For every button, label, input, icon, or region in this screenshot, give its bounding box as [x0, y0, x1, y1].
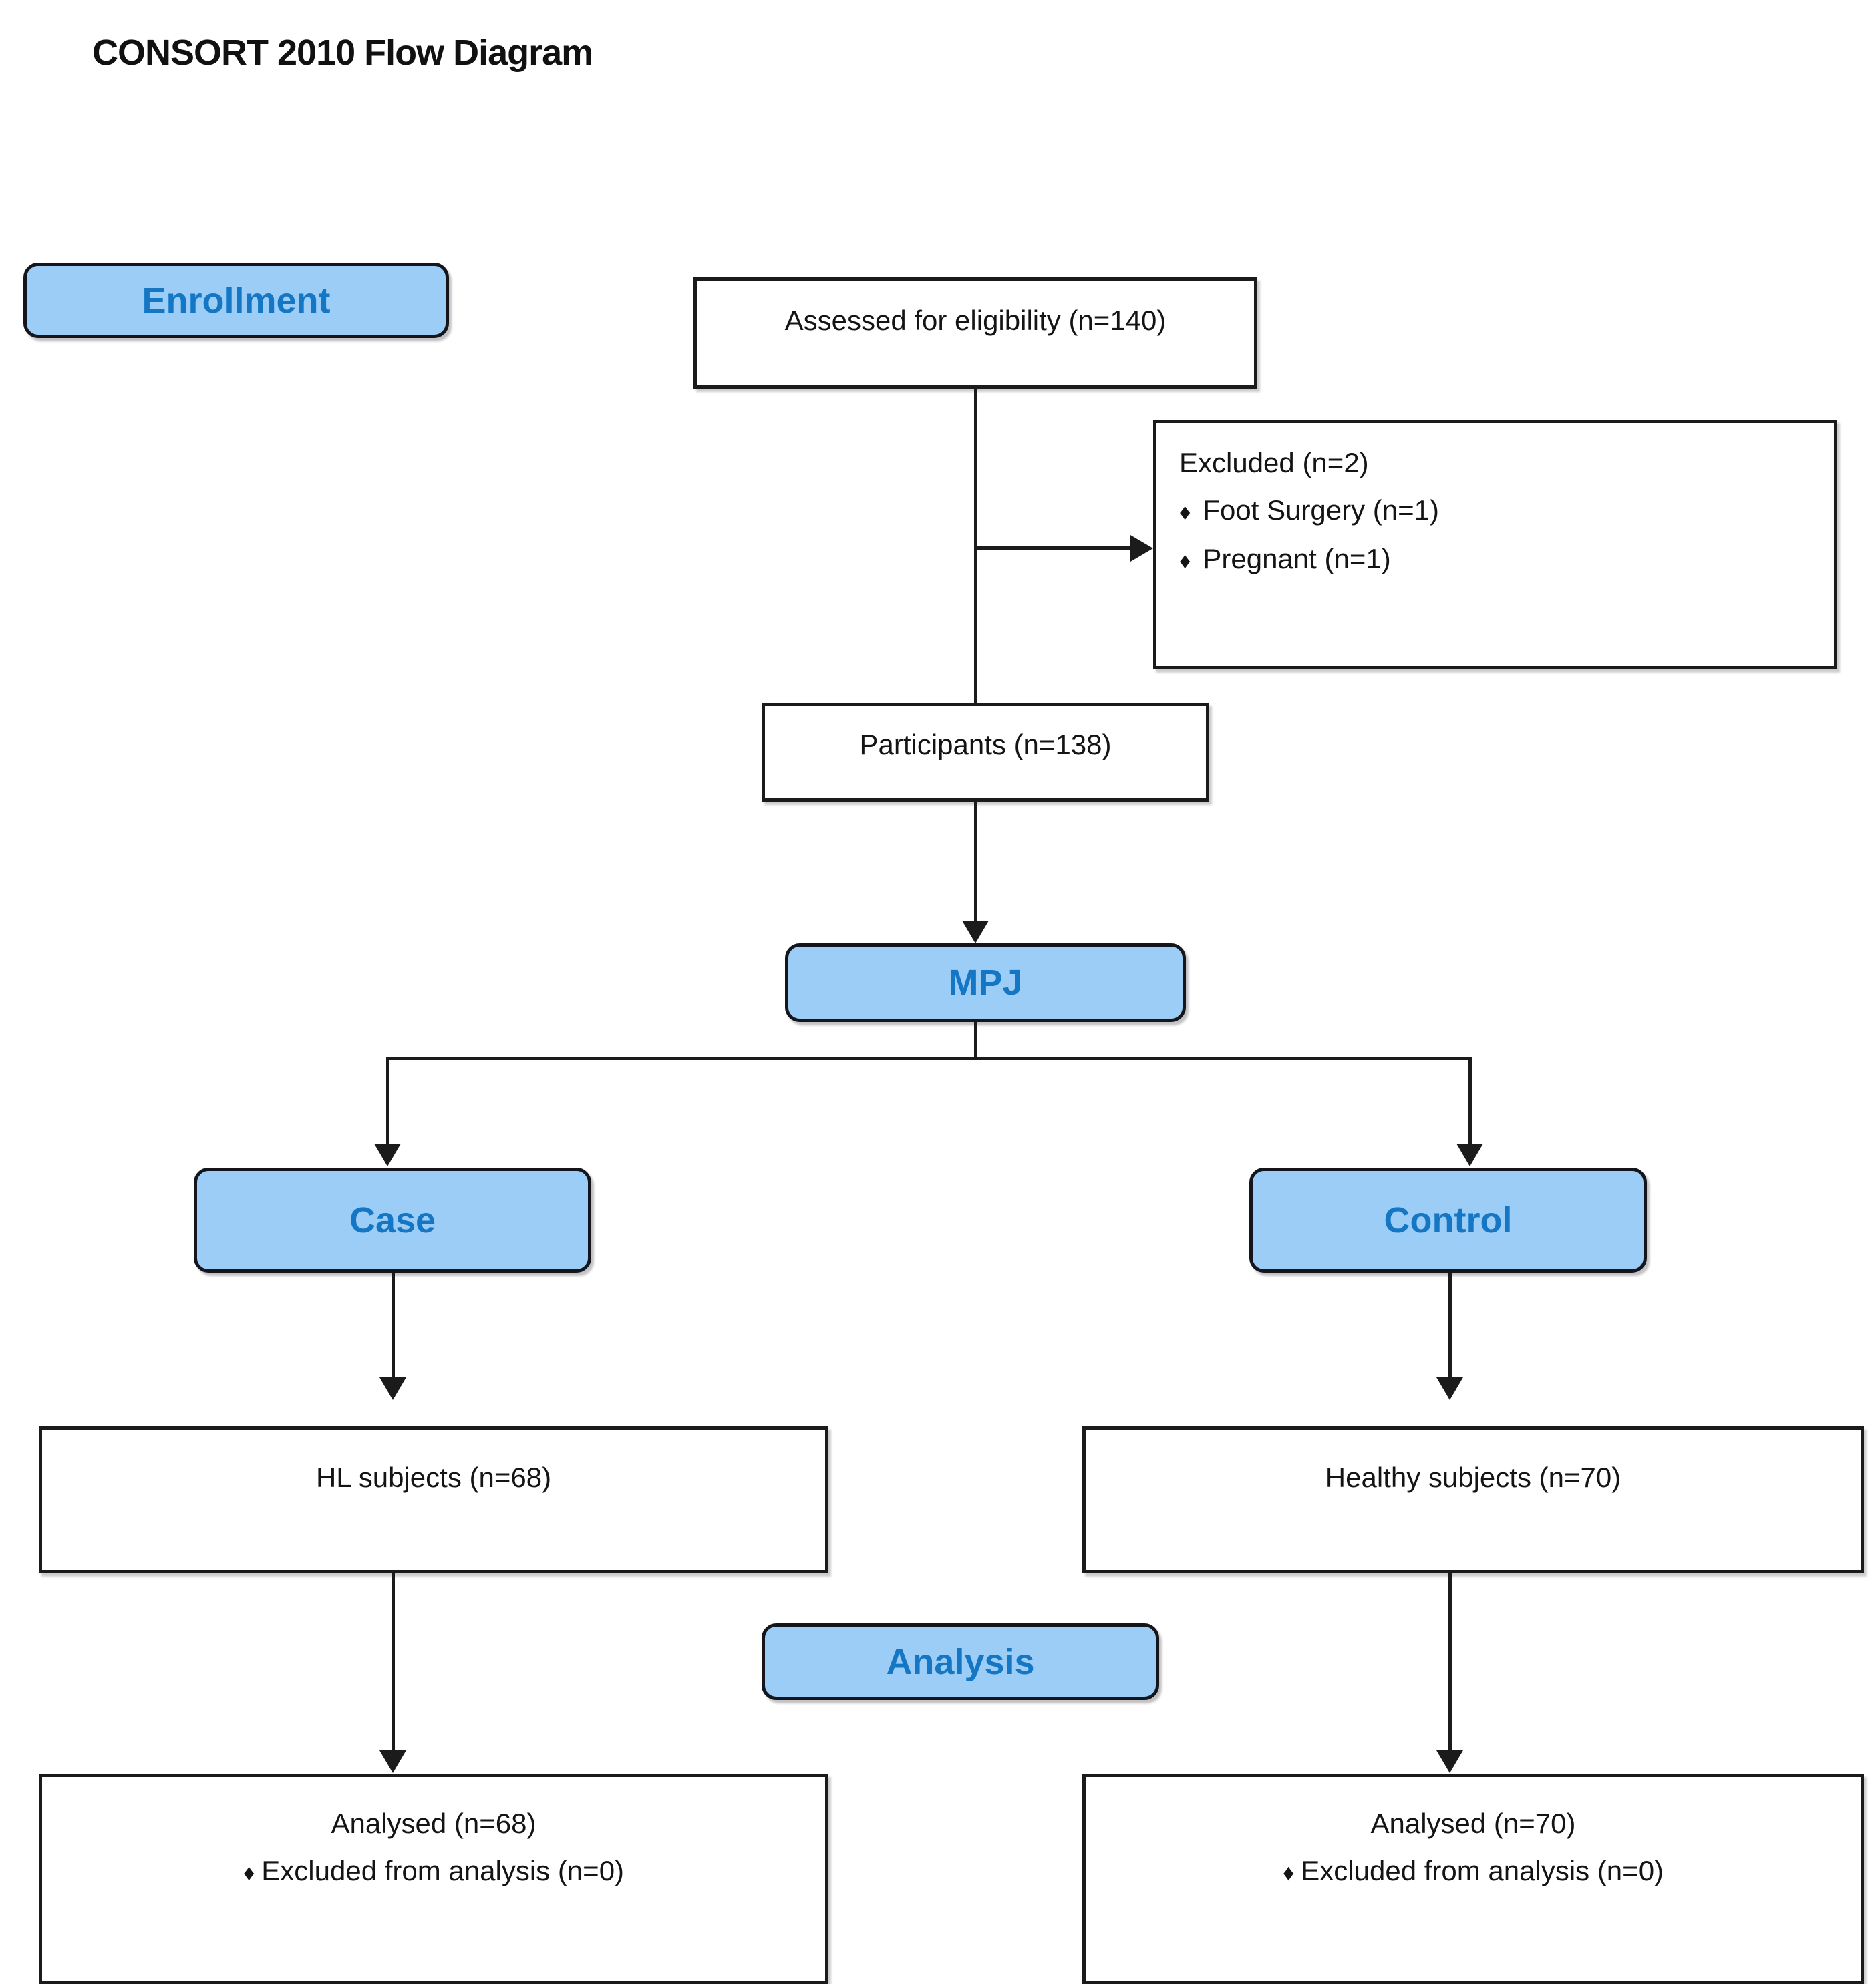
box-case-analysed: Analysed (n=68) ♦ Excluded from analysis…	[39, 1774, 828, 1984]
hl-subjects-text: HL subjects (n=68)	[315, 1462, 552, 1493]
page-title: CONSORT 2010 Flow Diagram	[92, 33, 593, 73]
healthy-subjects-text: Healthy subjects (n=70)	[1325, 1462, 1621, 1493]
stage-badge-enrollment[interactable]: Enrollment	[23, 263, 449, 338]
bullet-icon: ♦	[243, 1860, 255, 1886]
bullet-icon: ♦	[1179, 548, 1191, 574]
connector-case-to-hl-subjects-arrowhead	[379, 1377, 406, 1400]
connector-control-to-healthy-subjects	[1448, 1273, 1452, 1379]
excluded-heading: Excluded (n=2)	[1179, 447, 1369, 478]
stage-badge-analysis[interactable]: Analysis	[762, 1623, 1159, 1700]
connector-split-to-control-arrowhead	[1456, 1144, 1483, 1166]
control-analysed-heading: Analysed (n=70)	[1370, 1808, 1576, 1839]
stage-badge-mpj[interactable]: MPJ	[785, 943, 1186, 1022]
box-assessed-for-eligibility: Assessed for eligibility (n=140)	[693, 277, 1257, 389]
box-excluded: Excluded (n=2) ♦ Foot Surgery (n=1) ♦ Pr…	[1153, 420, 1837, 669]
control-analysed-excluded-label: Excluded from analysis (n=0)	[1301, 1854, 1664, 1886]
participants-text: Participants (n=138)	[859, 729, 1112, 760]
connector-to-excluded-arrowhead	[1130, 535, 1153, 562]
stage-badge-control[interactable]: Control	[1249, 1168, 1647, 1273]
control-analysed-excluded-row: ♦ Excluded from analysis (n=0)	[1108, 1851, 1838, 1892]
connector-participants-to-mpj	[974, 802, 977, 922]
box-control-analysed: Analysed (n=70) ♦ Excluded from analysis…	[1082, 1774, 1864, 1984]
bullet-icon: ♦	[1282, 1860, 1295, 1886]
connector-case-to-hl-subjects	[392, 1273, 395, 1379]
box-hl-subjects: HL subjects (n=68)	[39, 1426, 828, 1573]
excluded-item-row: ♦ Foot Surgery (n=1)	[1179, 490, 1811, 531]
connector-mpj-stem	[974, 1022, 977, 1059]
excluded-item-label: Pregnant (n=1)	[1203, 542, 1391, 574]
box-participants: Participants (n=138)	[762, 703, 1209, 802]
excluded-item-label: Foot Surgery (n=1)	[1203, 494, 1440, 526]
connector-participants-to-mpj-arrowhead	[962, 921, 989, 943]
connector-split-horizontal	[386, 1057, 1472, 1060]
connector-hl-to-analysed-arrowhead	[379, 1750, 406, 1773]
connector-control-to-healthy-subjects-arrowhead	[1436, 1377, 1463, 1400]
connector-assessed-to-participants	[974, 389, 977, 703]
connector-split-to-control	[1468, 1057, 1472, 1145]
connector-split-to-case-arrowhead	[374, 1144, 401, 1166]
connector-healthy-to-analysed-arrowhead	[1436, 1750, 1463, 1773]
bullet-icon: ♦	[1179, 499, 1191, 525]
connector-to-excluded-line	[974, 546, 1130, 550]
excluded-item-row: ♦ Pregnant (n=1)	[1179, 539, 1811, 580]
case-analysed-excluded-label: Excluded from analysis (n=0)	[261, 1854, 625, 1886]
connector-healthy-to-analysed	[1448, 1573, 1452, 1752]
box-healthy-subjects: Healthy subjects (n=70)	[1082, 1426, 1864, 1573]
case-analysed-heading: Analysed (n=68)	[331, 1808, 536, 1839]
connector-split-to-case	[386, 1057, 389, 1145]
stage-badge-case[interactable]: Case	[194, 1168, 591, 1273]
connector-hl-to-analysed	[392, 1573, 395, 1752]
assessed-text: Assessed for eligibility (n=140)	[784, 305, 1166, 336]
case-analysed-excluded-row: ♦ Excluded from analysis (n=0)	[65, 1851, 802, 1892]
